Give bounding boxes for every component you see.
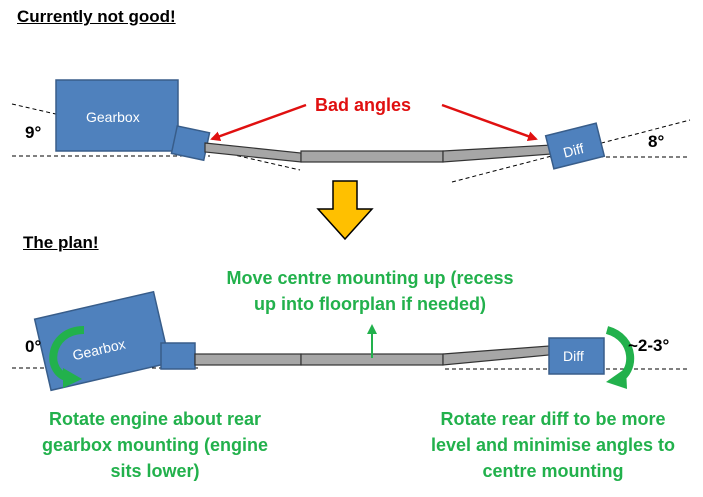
bottom-diff-rotate-arrowhead (606, 368, 627, 389)
diff-rotate-note: Rotate rear diff to be more level and mi… (403, 406, 703, 484)
diff-note-line-1: Rotate rear diff to be more (440, 409, 666, 429)
bottom-gearbox-output (160, 342, 196, 370)
transition-down-arrow (316, 180, 374, 241)
diff-note-line-2: level and minimise angles to (430, 435, 676, 455)
top-heading: Currently not good! (17, 7, 176, 26)
bad-angles-label: Bad angles (315, 95, 412, 115)
engine-note-line-3: sits lower) (110, 461, 200, 481)
top-centre-shaft (300, 150, 444, 163)
top-left-red-arrow (210, 103, 307, 141)
bottom-right-angle: ~2-3° (628, 336, 670, 355)
engine-note-line-2: gearbox mounting (engine (41, 435, 268, 455)
centre-note-line-2: up into floorplan if needed) (254, 294, 486, 314)
top-right-red-arrow (441, 103, 538, 141)
bottom-diff-box (548, 337, 605, 375)
centre-note-line-1: Move centre mounting up (recess (226, 268, 514, 288)
bottom-left-angle: 0° (25, 337, 42, 356)
top-gearbox-box (55, 79, 179, 152)
bottom-front-shaft (194, 353, 302, 366)
bottom-rear-shaft (442, 345, 550, 366)
top-diff-label: Diff (561, 140, 585, 161)
diff-note-line-3: centre mounting (482, 461, 624, 481)
engine-note-line-1: Rotate engine about rear (48, 409, 262, 429)
bottom-heading: The plan! (23, 233, 99, 252)
top-gearbox-label: Gearbox (86, 109, 140, 125)
engine-rotate-note: Rotate engine about rear gearbox mountin… (10, 406, 300, 484)
bottom-diff-label: Diff (563, 348, 584, 364)
bottom-gearbox-box (33, 290, 171, 392)
bottom-gearbox-rotate-arrowhead (63, 368, 82, 388)
bottom-gearbox-rotate-arrow (49, 326, 85, 382)
top-diff-box (544, 122, 606, 170)
top-rear-shaft (442, 144, 553, 163)
top-gearbox-output (170, 125, 211, 162)
top-right-angle: 8° (648, 132, 665, 151)
bottom-diff-rotate-arrow (605, 326, 635, 384)
centre-mounting-note: Move centre mounting up (recess up into … (150, 265, 590, 317)
top-left-angle: 9° (25, 123, 42, 142)
